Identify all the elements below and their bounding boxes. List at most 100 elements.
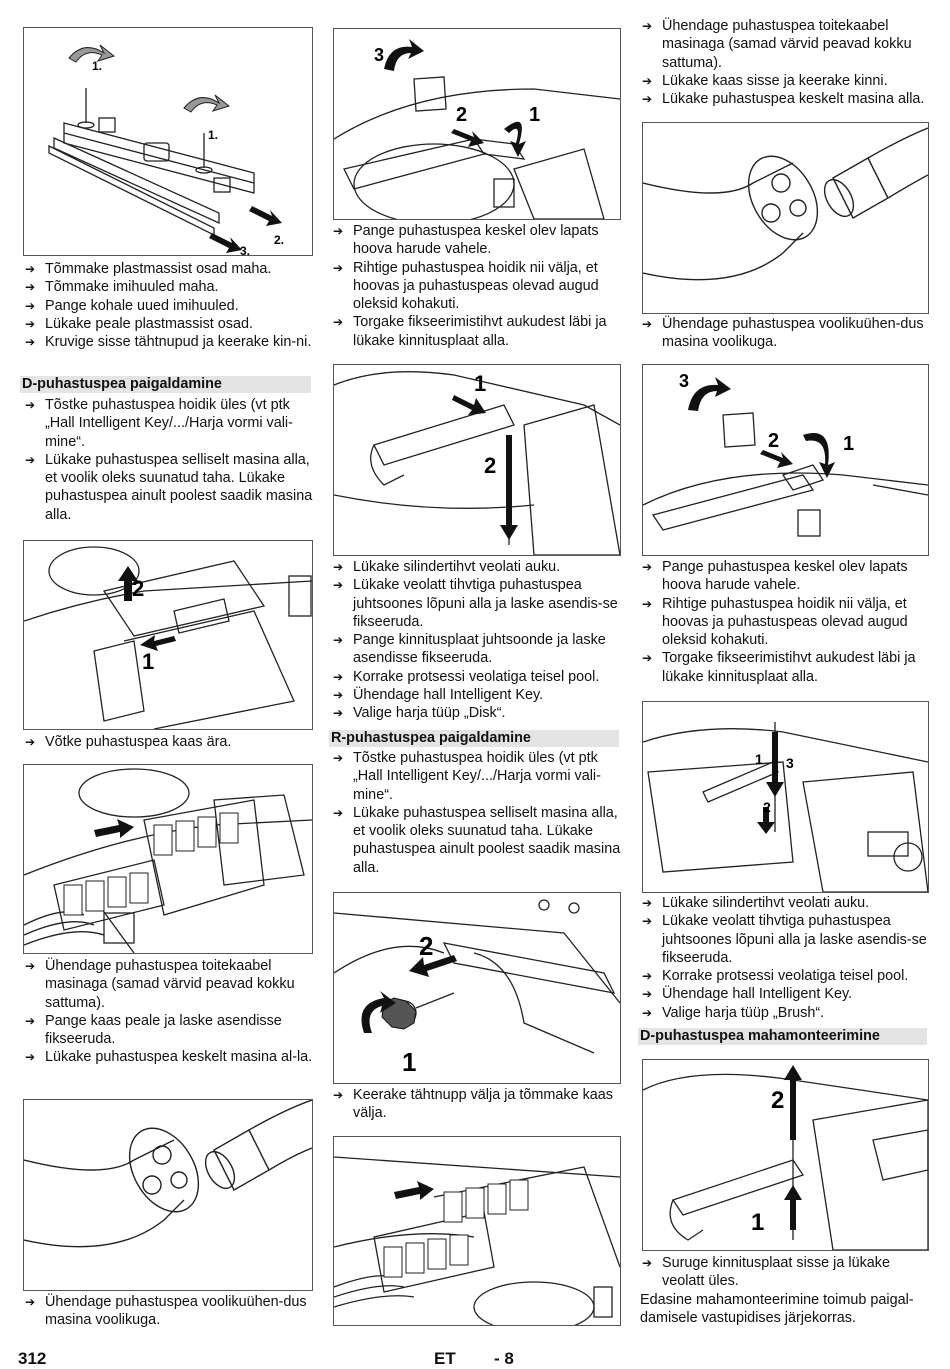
cover-lift-drawing: 2 1 [24, 546, 312, 729]
fig-label: 2 [771, 1087, 784, 1114]
list-item: Lükake veolatt tihvtiga puhastuspea juht… [331, 576, 621, 631]
list-item: Tõmmake imihuuled maha. [23, 278, 313, 297]
figure-lever-mount-r: 3 2 1 [642, 364, 929, 556]
page-sub-number: - 8 [494, 1349, 514, 1368]
list-item: Valige harja tüüp „Disk“. [331, 704, 621, 723]
section-heading: R-puhastuspea paigaldamine [329, 730, 619, 747]
fig-label: 1. [208, 128, 218, 142]
page-number: 312 [18, 1349, 47, 1368]
figure-hose-coupling-r [642, 122, 929, 314]
list-item: Lükake puhastuspea keskelt masina al-la. [23, 1048, 313, 1067]
connectors-drawing [24, 768, 312, 953]
list-item: Rihtige puhastuspea hoidik nii välja, et… [640, 595, 930, 650]
list-item: Tõmmake plastmassist osad maha. [23, 260, 313, 279]
tow-bar-drawing: 1 2 [334, 371, 620, 555]
section-heading: D-puhastuspea paigaldamine [20, 376, 311, 393]
language-code: ET [434, 1349, 456, 1368]
fig-label: 1 [755, 751, 763, 767]
list-item: Ühendage hall Intelligent Key. [640, 985, 930, 1004]
suction-lips-drawing: 1. 1. 2. 3. [48, 44, 284, 255]
fig-label: 2 [132, 576, 144, 601]
list-item: Lükake puhastuspea selliselt masina alla… [23, 451, 313, 524]
fig-label: 2. [274, 233, 284, 247]
list-item: Pange kohale uued imihuuled. [23, 297, 313, 316]
fig-label: 1 [402, 1047, 416, 1077]
dismount-drawing: 2 1 [643, 1065, 928, 1250]
list-item: Suruge kinnitusplaat sisse ja lükake veo… [640, 1254, 930, 1291]
list-item: Torgake fikseerimistihvt aukudest läbi j… [640, 649, 930, 686]
list-item: Torgake fikseerimistihvt aukudest läbi j… [331, 313, 621, 350]
fig-label: 3 [679, 371, 689, 391]
list-item: Tõstke puhastuspea hoidik üles (vt ptk „… [23, 396, 313, 451]
figure-hose-coupling [23, 1099, 313, 1291]
figure-cover-lift: 2 1 [23, 540, 313, 730]
fig-label: 2 [484, 453, 496, 478]
instruction-list: Suruge kinnitusplaat sisse ja lükake veo… [640, 1254, 930, 1327]
instruction-list: Ühendage puhastuspea toitekaabel masinag… [640, 17, 930, 109]
list-item: Lükake puhastuspea selliselt masina alla… [331, 804, 621, 877]
fig-label: 2 [763, 799, 771, 815]
instruction-list: Tõstke puhastuspea hoidik üles (vt ptk „… [23, 396, 313, 524]
section-heading: D-puhastuspea mahamonteerimine [638, 1028, 927, 1045]
list-item: Ühendage puhastuspea toitekaabel masinag… [640, 17, 930, 72]
list-item: Lükake kaas sisse ja keerake kinni. [640, 72, 930, 91]
instruction-list: Võtke puhastuspea kaas ära. [23, 733, 313, 752]
list-item: Pange kinnitusplaat juhtsoonde ja laske … [331, 631, 621, 668]
list-item: Rihtige puhastuspea hoidik nii välja, et… [331, 259, 621, 314]
fig-label: 1 [474, 371, 486, 396]
list-item: Ühendage puhastuspea voolikuühen-dus mas… [640, 315, 930, 352]
instruction-list: Tõstke puhastuspea hoidik üles (vt ptk „… [331, 749, 621, 877]
figure-tow-bar: 1 2 [333, 364, 621, 556]
figure-star-knob: 2 1 [333, 892, 621, 1084]
list-item: Ühendage puhastuspea toitekaabel masinag… [23, 957, 313, 1012]
instruction-list: Lükake silindertihvt veolati auku. Lükak… [640, 894, 930, 1022]
list-item: Korrake protsessi veolatiga teisel pool. [331, 668, 621, 687]
list-item: Lükake veolatt tihvtiga puhastuspea juht… [640, 912, 930, 967]
fig-label: 1 [142, 649, 154, 674]
instruction-list: Pange puhastuspea keskel olev lapats hoo… [640, 558, 930, 686]
list-item: Lükake silindertihvt veolati auku. [331, 558, 621, 577]
figure-suction-lips: 1. 1. 2. 3. [23, 27, 313, 256]
fig-label: 2 [419, 931, 433, 961]
fig-label: 1. [92, 59, 102, 73]
instruction-list: Lükake silindertihvt veolati auku. Lükak… [331, 558, 621, 723]
fig-label: 1 [751, 1209, 764, 1236]
instruction-list: Ühendage puhastuspea voolikuühen-dus mas… [23, 1293, 313, 1330]
list-item: Pange kaas peale ja laske asendisse fiks… [23, 1012, 313, 1049]
fig-label: 1 [529, 104, 540, 126]
list-item: Lükake silindertihvt veolati auku. [640, 894, 930, 913]
lever-mount-drawing: 3 2 1 [334, 39, 620, 219]
instruction-list: Ühendage puhastuspea toitekaabel masinag… [23, 957, 313, 1067]
fig-label: 3 [786, 755, 794, 771]
lever-mount-r-drawing: 3 2 1 [643, 371, 928, 537]
figure-r-connectors [333, 1136, 621, 1326]
star-knob-drawing: 2 1 [334, 899, 620, 1077]
figure-dismount: 2 1 [642, 1059, 929, 1251]
list-item: Võtke puhastuspea kaas ära. [23, 733, 313, 752]
list-item: Lükake puhastuspea keskelt masina alla. [640, 90, 930, 109]
fig-label: 2 [456, 104, 467, 126]
fig-label: 3. [240, 244, 250, 255]
hose-coupling-drawing [24, 1100, 312, 1248]
list-item: Kruvige sisse tähtnupud ja keerake kin-n… [23, 333, 313, 352]
list-item: Pange puhastuspea keskel olev lapats hoo… [640, 558, 930, 595]
figure-connectors [23, 764, 313, 954]
hose-coupling-r-drawing [643, 127, 928, 281]
instruction-list: Tõmmake plastmassist osad maha. Tõmmake … [23, 260, 313, 352]
list-item: Tõstke puhastuspea hoidik üles (vt ptk „… [331, 749, 621, 804]
list-item: Valige harja tüüp „Brush“. [640, 1004, 930, 1023]
list-item: Ühendage hall Intelligent Key. [331, 686, 621, 705]
figure-tow-bar-r: 1 3 2 [642, 701, 929, 893]
instruction-list: Keerake tähtnupp välja ja tõmmake kaas v… [331, 1086, 621, 1123]
list-item: Pange puhastuspea keskel olev lapats hoo… [331, 222, 621, 259]
list-item: Ühendage puhastuspea voolikuühen-dus mas… [23, 1293, 313, 1330]
fig-label: 2 [768, 430, 779, 452]
instruction-list: Pange puhastuspea keskel olev lapats hoo… [331, 222, 621, 350]
figure-lever-mount: 3 2 1 [333, 28, 621, 220]
r-connectors-drawing [334, 1156, 620, 1325]
list-item: Korrake protsessi veolatiga teisel pool. [640, 967, 930, 986]
tow-bar-r-drawing: 1 3 2 [643, 722, 928, 892]
fig-label: 1 [843, 433, 854, 455]
instruction-list: Ühendage puhastuspea voolikuühen-dus mas… [640, 315, 930, 352]
list-item: Keerake tähtnupp välja ja tõmmake kaas v… [331, 1086, 621, 1123]
